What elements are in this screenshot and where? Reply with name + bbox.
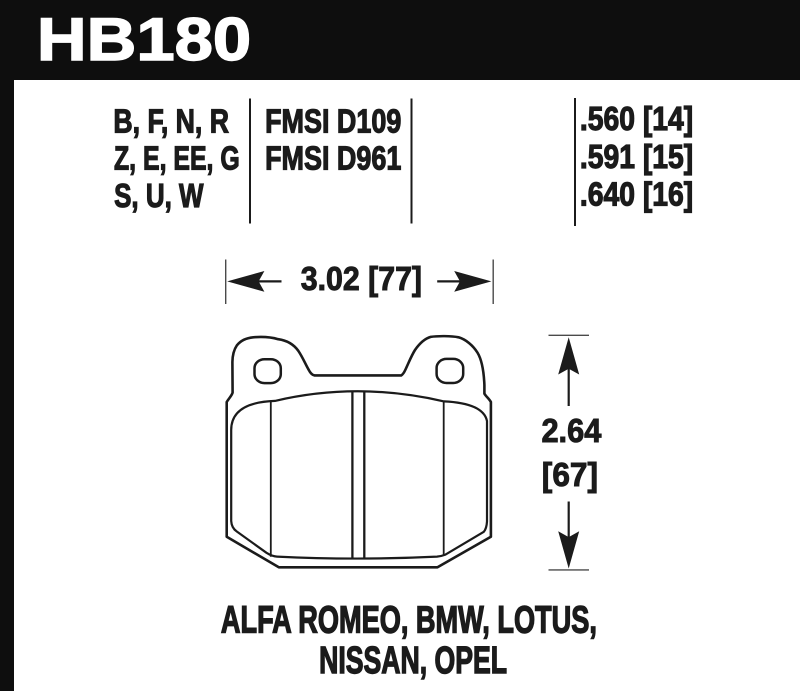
svg-text:.560 [14]: .560 [14] [580,101,693,138]
svg-text:FMSI D109: FMSI D109 [265,103,401,140]
svg-text:Z, E, EE, G: Z, E, EE, G [114,141,240,178]
svg-text:HB180: HB180 [37,6,251,73]
svg-text:NISSAN, OPEL: NISSAN, OPEL [319,639,507,681]
svg-text:FMSI D961: FMSI D961 [265,141,401,178]
svg-text:ALFA ROMEO, BMW, LOTUS,: ALFA ROMEO, BMW, LOTUS, [221,599,597,641]
svg-text:.640 [16]: .640 [16] [580,177,693,214]
svg-text:2.64: 2.64 [541,413,601,450]
svg-text:S, U, W: S, U, W [114,178,204,215]
svg-text:B, F, N, R: B, F, N, R [113,103,229,140]
svg-text:.591 [15]: .591 [15] [580,139,693,176]
svg-text:3.02 [77]: 3.02 [77] [301,261,422,298]
svg-text:[67]: [67] [542,457,598,494]
